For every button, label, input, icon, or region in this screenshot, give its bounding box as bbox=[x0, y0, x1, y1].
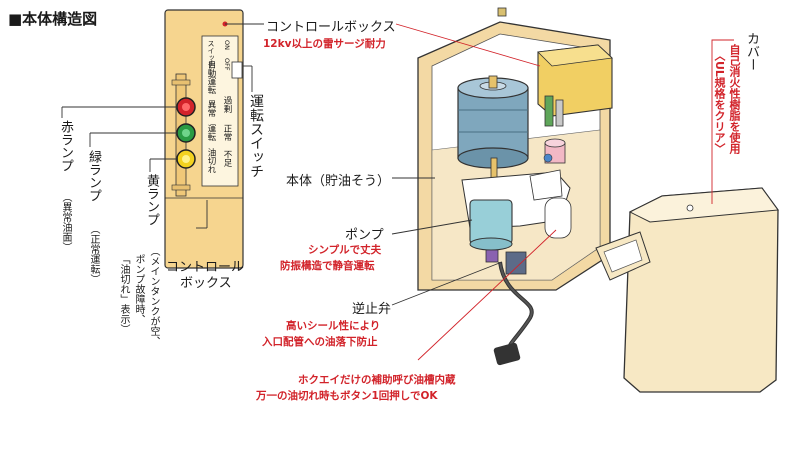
cover bbox=[595, 187, 779, 393]
valve-note-1: 高いシール性により bbox=[286, 320, 381, 332]
panel-switch-label: スイッチ bbox=[207, 40, 215, 68]
yellow-lamp-label: 黄ランプ bbox=[144, 174, 159, 226]
pump-note-2: 防振構造で静音運転 bbox=[280, 260, 375, 272]
yellow-lamp-sub-3: 「油切れ」表示） bbox=[118, 254, 129, 334]
panel-running: 運転 bbox=[206, 124, 216, 141]
control-box-label: コントロールボックス bbox=[266, 20, 396, 35]
control-box-bottom-2: ボックス bbox=[180, 276, 232, 291]
panel-normal: 正常 bbox=[222, 124, 232, 141]
oil-float bbox=[457, 75, 529, 197]
page-title: ■本体構造図 bbox=[8, 10, 98, 28]
panel-abnormal: 異常 bbox=[206, 100, 216, 117]
valve-note-2: 入口配管への油落下防止 bbox=[262, 336, 378, 348]
check-valve-label: 逆止弁 bbox=[352, 302, 392, 317]
plug-icon bbox=[493, 342, 521, 366]
aux-note-1: ホクエイだけの補助呼び油槽内蔵 bbox=[298, 374, 456, 386]
green-lamp-sub: （正常運転） bbox=[88, 224, 99, 284]
panel-oil-out: 油切れ bbox=[206, 148, 216, 174]
red-lamp-sub: （異常油面） bbox=[60, 192, 71, 252]
inner-control-box bbox=[537, 44, 613, 127]
pump-label: ポンプ bbox=[345, 228, 384, 243]
control-panel bbox=[164, 9, 244, 269]
panel-auto-run: 自動運転 bbox=[206, 60, 216, 94]
yellow-lamp-sub-1: （メインタンクが空、 bbox=[148, 246, 159, 346]
cover-note-2: 〈UL規格をクリア〉 bbox=[713, 50, 726, 154]
pump-note-1: シンプルで丈夫 bbox=[308, 244, 382, 256]
yellow-lamp-sub-2: ポンプ故障時、 bbox=[133, 254, 144, 324]
aux-pot bbox=[543, 138, 566, 164]
panel-on-label: ON bbox=[223, 40, 231, 50]
surge-note: 12kv以上の雷サージ耐力 bbox=[263, 38, 386, 50]
red-lamp-label: 赤ランプ bbox=[58, 120, 73, 172]
tank-label: 本体（貯油そう） bbox=[286, 174, 391, 189]
panel-excess: 過剰 bbox=[222, 96, 232, 113]
pump-assembly bbox=[461, 169, 572, 275]
run-switch-label: 運転スイッチ bbox=[248, 94, 264, 178]
control-box-bottom-1: コントロール bbox=[166, 260, 245, 275]
cover-note-1: 自己消火性樹脂を使用 bbox=[728, 44, 741, 154]
green-lamp-label: 緑ランプ bbox=[86, 150, 101, 202]
panel-off-label: OFF bbox=[223, 58, 231, 71]
panel-shortage: 不足 bbox=[222, 150, 232, 167]
aux-note-2: 万一の油切れ時もボタン1回押しでOK bbox=[256, 390, 438, 402]
cover-label: カバー bbox=[744, 32, 759, 71]
